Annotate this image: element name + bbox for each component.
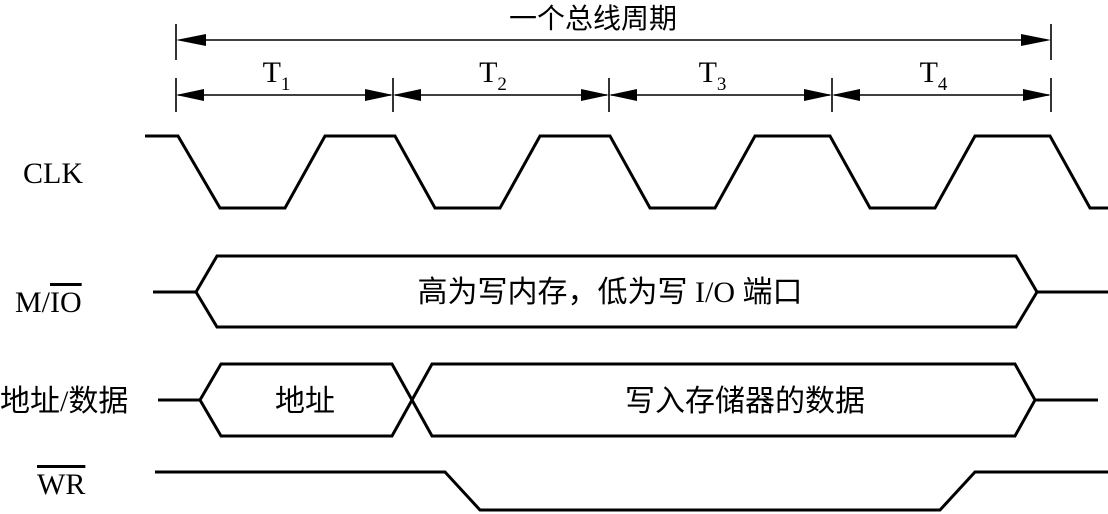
period-label-t3: T3	[699, 56, 727, 95]
period-letter: T	[479, 56, 497, 89]
clk-waveform	[145, 134, 1108, 210]
mio-field-text: 高为写内存，低为写 I/O 端口	[418, 276, 803, 309]
period-label-t1: T1	[263, 56, 291, 95]
data-text: 写入存储器的数据	[625, 385, 865, 418]
bus-cycle-arrowhead-right	[1021, 34, 1051, 46]
period-letter: T	[699, 56, 717, 89]
address-text: 地址	[275, 385, 335, 418]
addr-data-waveform: 地址 写入存储器的数据	[158, 362, 1098, 438]
period-letter: T	[920, 56, 938, 89]
period-subscript: 2	[497, 74, 507, 95]
bus-cycle-dimension: 一个总线周期	[175, 3, 1052, 60]
mio-waveform: 高为写内存，低为写 I/O 端口	[153, 254, 1108, 329]
mio-label-overbar: IO	[50, 286, 82, 319]
mio-label: M/IO	[15, 286, 82, 319]
period-subscript: 1	[281, 74, 291, 95]
wr-label: WR	[37, 468, 85, 501]
period-arrowhead-right-4	[1023, 89, 1051, 101]
period-letter: T	[263, 56, 281, 89]
mio-label-prefix: M/	[15, 286, 51, 319]
period-arrowhead-left-3	[609, 89, 637, 101]
period-label-t4: T4	[920, 56, 948, 95]
period-arrowhead-right-1	[365, 89, 393, 101]
wr-waveform	[155, 470, 1108, 512]
period-subscript: 3	[717, 74, 727, 95]
period-arrowhead-right-3	[804, 89, 832, 101]
period-label-t2: T2	[479, 56, 507, 95]
period-subscript: 4	[938, 74, 948, 95]
bus-cycle-title: 一个总线周期	[509, 3, 677, 35]
period-arrowhead-left-1	[176, 89, 204, 101]
addr-data-label: 地址/数据	[0, 385, 128, 418]
period-arrowhead-left-4	[832, 89, 860, 101]
bus-cycle-arrowhead-left	[176, 34, 206, 46]
clk-label: CLK	[23, 157, 83, 190]
period-arrowhead-right-2	[581, 89, 609, 101]
period-arrowhead-left-2	[393, 89, 421, 101]
